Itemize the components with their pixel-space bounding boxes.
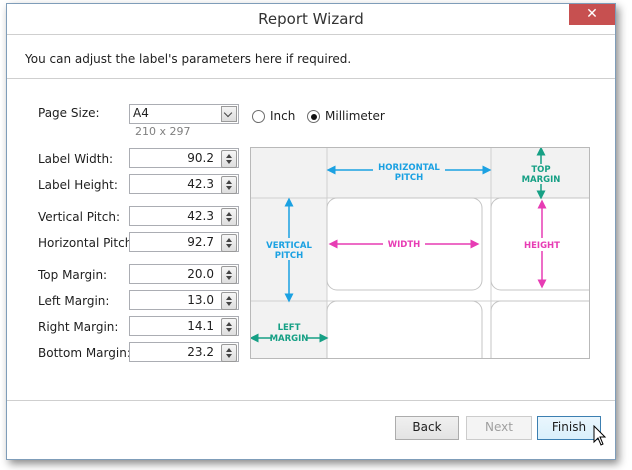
bottom-margin-value[interactable]: 23.2	[187, 345, 214, 359]
spin-arrows-icon[interactable]	[221, 318, 237, 336]
horizontal-pitch-text: HORIZONTAL	[378, 163, 440, 173]
title-bar: Report Wizard ✕	[7, 4, 615, 34]
chevron-down-icon[interactable]	[221, 106, 237, 122]
label-width-spin[interactable]: 90.2	[129, 148, 239, 168]
page-size-value: A4	[133, 106, 149, 120]
vertical-pitch-spin[interactable]: 42.3	[129, 206, 239, 226]
height-text: HEIGHT	[524, 241, 560, 251]
title-separator	[7, 34, 615, 35]
spin-arrows-icon[interactable]	[221, 208, 237, 226]
left-margin-text: MARGIN	[270, 334, 309, 344]
label-preview: HORIZONTAL PITCH TOP MARGIN VERTICAL PIT…	[250, 147, 590, 359]
left-margin-value[interactable]: 13.0	[187, 293, 214, 307]
label-cell	[490, 300, 589, 358]
label-cell	[326, 300, 483, 358]
label-height-label: Label Height:	[38, 178, 118, 192]
label-width-value[interactable]: 90.2	[187, 151, 214, 165]
top-margin-label: Top Margin:	[38, 268, 108, 282]
header-description: You can adjust the label's parameters he…	[25, 52, 352, 66]
horizontal-pitch-text: PITCH	[395, 173, 424, 183]
page-dimensions: 210 x 297	[135, 125, 191, 138]
horizontal-pitch-value[interactable]: 92.7	[187, 235, 214, 249]
page-size-combo[interactable]: A4	[129, 104, 239, 124]
right-margin-spin[interactable]: 14.1	[129, 316, 239, 336]
millimeter-radio-label[interactable]: Millimeter	[325, 109, 385, 123]
label-preview-diagram: HORIZONTAL PITCH TOP MARGIN VERTICAL PIT…	[251, 148, 589, 358]
left-margin-label: Left Margin:	[38, 294, 110, 308]
bottom-margin-label: Bottom Margin:	[38, 346, 131, 360]
vertical-pitch-label: Vertical Pitch:	[38, 210, 120, 224]
spin-arrows-icon[interactable]	[221, 266, 237, 284]
mouse-cursor-icon	[593, 425, 607, 446]
spin-arrows-icon[interactable]	[221, 344, 237, 362]
inch-radio[interactable]	[252, 110, 265, 123]
top-margin-value[interactable]: 20.0	[187, 267, 214, 281]
footer-separator	[7, 400, 615, 401]
left-margin-spin[interactable]: 13.0	[129, 290, 239, 310]
close-icon: ✕	[586, 6, 598, 22]
back-button[interactable]: Back	[395, 416, 459, 440]
window-title: Report Wizard	[258, 10, 364, 28]
width-text: WIDTH	[388, 240, 421, 250]
label-width-label: Label Width:	[38, 152, 114, 166]
page-size-label: Page Size:	[38, 106, 100, 120]
right-margin-label: Right Margin:	[38, 320, 119, 334]
top-margin-text: MARGIN	[522, 175, 561, 185]
label-height-value[interactable]: 42.3	[187, 177, 214, 191]
horizontal-pitch-label: Horizontal Pitch:	[38, 236, 137, 250]
top-margin-spin[interactable]: 20.0	[129, 264, 239, 284]
top-margin-text: TOP	[531, 165, 550, 175]
bottom-margin-spin[interactable]: 23.2	[129, 342, 239, 362]
spin-arrows-icon[interactable]	[221, 292, 237, 310]
label-height-spin[interactable]: 42.3	[129, 174, 239, 194]
close-button[interactable]: ✕	[569, 4, 615, 25]
report-wizard-window: Report Wizard ✕ You can adjust the label…	[6, 3, 616, 460]
left-margin-text: LEFT	[278, 323, 301, 333]
vertical-pitch-text: VERTICAL	[266, 241, 312, 251]
spin-arrows-icon[interactable]	[221, 234, 237, 252]
header-separator	[7, 78, 615, 79]
horizontal-pitch-spin[interactable]: 92.7	[129, 232, 239, 252]
millimeter-radio[interactable]	[307, 110, 320, 123]
inch-radio-label[interactable]: Inch	[270, 109, 296, 123]
vertical-pitch-text: PITCH	[275, 251, 304, 261]
spin-arrows-icon[interactable]	[221, 176, 237, 194]
vertical-pitch-value[interactable]: 42.3	[187, 209, 214, 223]
spin-arrows-icon[interactable]	[221, 150, 237, 168]
right-margin-value[interactable]: 14.1	[187, 319, 214, 333]
next-button[interactable]: Next	[466, 416, 532, 440]
finish-button[interactable]: Finish	[537, 416, 601, 440]
